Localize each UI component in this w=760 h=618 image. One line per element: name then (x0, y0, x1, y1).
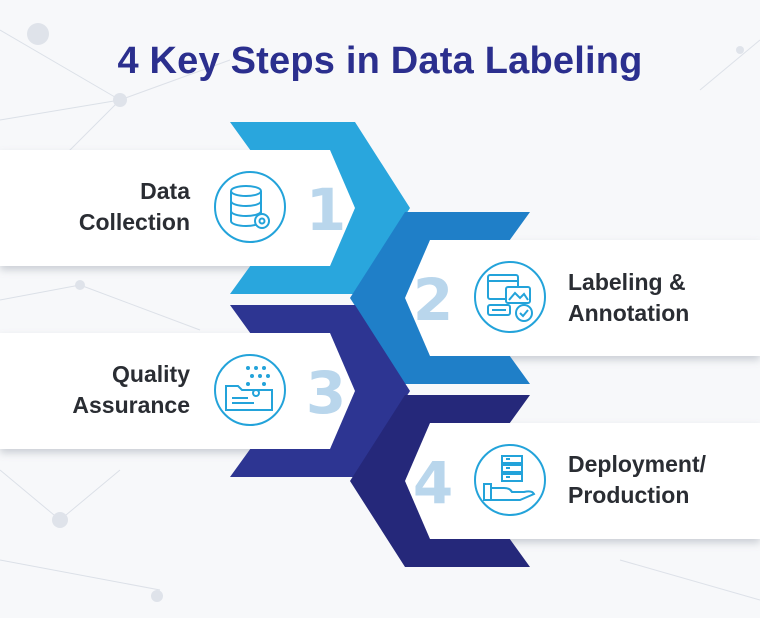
step-2-label-line2: Annotation (568, 300, 690, 326)
step-3-label-line2: Assurance (72, 392, 190, 418)
database-gear-icon (214, 171, 286, 243)
annotation-window-icon (474, 261, 546, 333)
step-2-label-line1: Labeling & (568, 269, 686, 295)
page-title: 4 Key Steps in Data Labeling (117, 40, 643, 82)
quality-folder-icon (214, 354, 286, 426)
step-4-label-line1: Deployment/ (568, 451, 707, 477)
step-1-label-line1: Data (140, 178, 190, 204)
step-4-label: Deployment/ Production (568, 449, 748, 511)
step-3-label: Quality Assurance (40, 359, 190, 421)
step-3-number: 3 (306, 359, 346, 427)
step-3-label-line1: Quality (112, 361, 190, 387)
step-1-label: Data Collection (40, 176, 190, 238)
step-4-label-line2: Production (568, 482, 690, 508)
step-4-number: 4 (413, 449, 453, 517)
step-1-number: 1 (306, 176, 346, 244)
step-2-label: Labeling & Annotation (568, 267, 748, 329)
server-hand-icon (474, 444, 546, 516)
step-1-label-line2: Collection (78, 209, 190, 235)
step-2-number: 2 (413, 266, 453, 334)
